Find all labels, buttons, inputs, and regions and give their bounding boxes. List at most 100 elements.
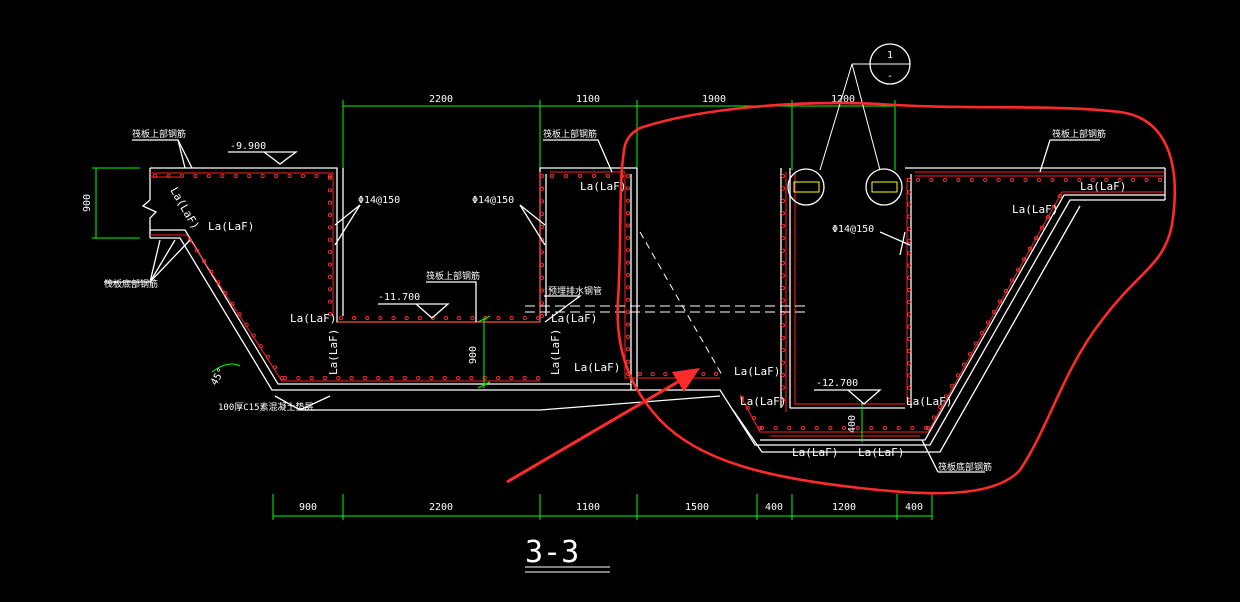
rebar-dot <box>855 425 860 431</box>
rebar-dot <box>650 371 655 377</box>
bottom-dim-2: 2200 <box>429 502 453 513</box>
rebar-dot <box>906 263 912 268</box>
rebar-dot <box>739 395 745 401</box>
rebar-dot <box>522 375 527 381</box>
rebar-dot <box>625 186 631 191</box>
rebar-dot <box>365 315 370 321</box>
rebar-dot <box>206 173 211 179</box>
label-raft-top-inner: 筏板上部钢筋 <box>426 270 480 282</box>
rebar-dot <box>314 173 319 179</box>
rebar-dot <box>625 322 631 327</box>
rebar-dot <box>1023 177 1028 183</box>
rebar-dot <box>251 333 256 338</box>
rebar-dot <box>327 200 333 205</box>
rebar-dot <box>327 287 333 292</box>
rebar-dot <box>539 263 545 268</box>
rebar-dot <box>539 301 545 306</box>
elevation-bottom: -12.700 <box>816 378 858 389</box>
rebar-dot <box>549 173 555 179</box>
rebar-dot <box>482 375 487 381</box>
inner-dimension: 900 400 <box>468 315 863 442</box>
rebar-dot <box>1050 177 1055 183</box>
rebar-dot <box>625 272 631 278</box>
anchor-label-14: La(LaF) <box>1080 180 1126 193</box>
rebar-dot <box>780 223 786 228</box>
rebar-dot <box>780 397 786 403</box>
rebar-dot <box>942 177 947 183</box>
angle-text: 45° <box>209 366 228 387</box>
rebar-dot <box>882 425 888 431</box>
elevation-middle: -11.700 <box>378 292 420 303</box>
rebar-dot <box>1131 177 1136 183</box>
bottom-dim-7: 400 <box>905 502 923 513</box>
anchor-label-11: La(LaF) <box>906 395 952 408</box>
label-raft-top-left: 筏板上部钢筋 <box>132 128 186 140</box>
rebar-dot <box>1057 193 1063 199</box>
rebar-dot <box>349 375 354 381</box>
rebar-dot <box>296 375 301 381</box>
rebar-dot <box>773 425 778 431</box>
rebar-dot <box>991 309 997 315</box>
elevation-marks: -9.900 -11.700 -12.700 <box>228 141 882 405</box>
rebar-dot <box>233 173 238 179</box>
elevation-top: -9.900 <box>230 141 266 152</box>
rebar-dot <box>522 315 527 321</box>
rebar-dot <box>179 173 184 179</box>
rebar-dot <box>906 177 912 183</box>
bottom-dim-6: 1200 <box>832 502 856 513</box>
rebar-dot <box>535 315 541 321</box>
rebar-dot <box>625 310 631 315</box>
rebar-dot <box>780 385 786 390</box>
rebar-dot <box>967 352 973 357</box>
rebar-dot <box>1033 236 1039 241</box>
text-labels: 筏板上部钢筋 筏板底部钢筋 筏板上部钢筋 筏板上部钢筋 筏板上部钢筋 预埋排水钢… <box>104 128 1126 473</box>
left-dimension: 900 <box>82 167 140 239</box>
rebar-dot <box>780 310 786 315</box>
rebar-dot <box>983 177 988 183</box>
rebar-dot <box>780 173 786 179</box>
anchor-label-8: La(LaF) <box>580 180 626 193</box>
rebar-dot <box>701 371 706 377</box>
rebar-dot <box>327 311 333 317</box>
rebar-dot <box>322 375 327 381</box>
rebar-dot <box>663 371 668 377</box>
rebar-dot <box>195 248 200 253</box>
rebar-dot <box>509 315 514 321</box>
top-dim-4: 1200 <box>831 94 855 105</box>
rebar-dot <box>496 375 501 381</box>
left-dim-text: 900 <box>82 194 93 212</box>
rebar-dot <box>910 425 915 431</box>
rebar-dot <box>906 287 912 293</box>
rebar-dot <box>539 212 545 217</box>
rebar-dot <box>301 173 306 179</box>
top-dim-3: 1900 <box>702 94 726 105</box>
rebar-dot <box>969 177 974 183</box>
rebar-dot <box>780 348 786 353</box>
rebar-dot <box>216 280 221 285</box>
rebar-dot <box>625 211 631 216</box>
rebar-dot <box>780 373 786 378</box>
rebar-dot <box>539 313 545 319</box>
label-raft-top-right: 筏板上部钢筋 <box>1052 128 1106 140</box>
rebar-dot <box>625 260 631 265</box>
section-mark-sub: - <box>887 71 893 82</box>
concrete-outline <box>141 167 1166 453</box>
rebar-dot <box>1003 288 1009 293</box>
rebar-spec-2: Φ14@150 <box>472 195 514 206</box>
rebar-dot <box>282 375 288 381</box>
rebar-dot <box>605 173 611 179</box>
rebar-dot <box>906 373 912 378</box>
label-raft-bottom-right: 筏板底部钢筋 <box>938 461 992 473</box>
rebar-dot <box>906 251 912 256</box>
rebar-dot <box>539 275 545 280</box>
top-dim-1: 2200 <box>429 94 453 105</box>
anchor-label-1: La(LaF) <box>208 220 254 233</box>
anchor-label-5: La(LaF) <box>551 312 597 325</box>
rebar-dot <box>1027 246 1033 251</box>
rebar-dot <box>869 425 874 431</box>
rebar-dot <box>923 425 929 431</box>
rebar-dot <box>780 298 786 303</box>
rebar-dot <box>260 173 265 179</box>
bottom-dim-3: 1100 <box>576 502 600 513</box>
